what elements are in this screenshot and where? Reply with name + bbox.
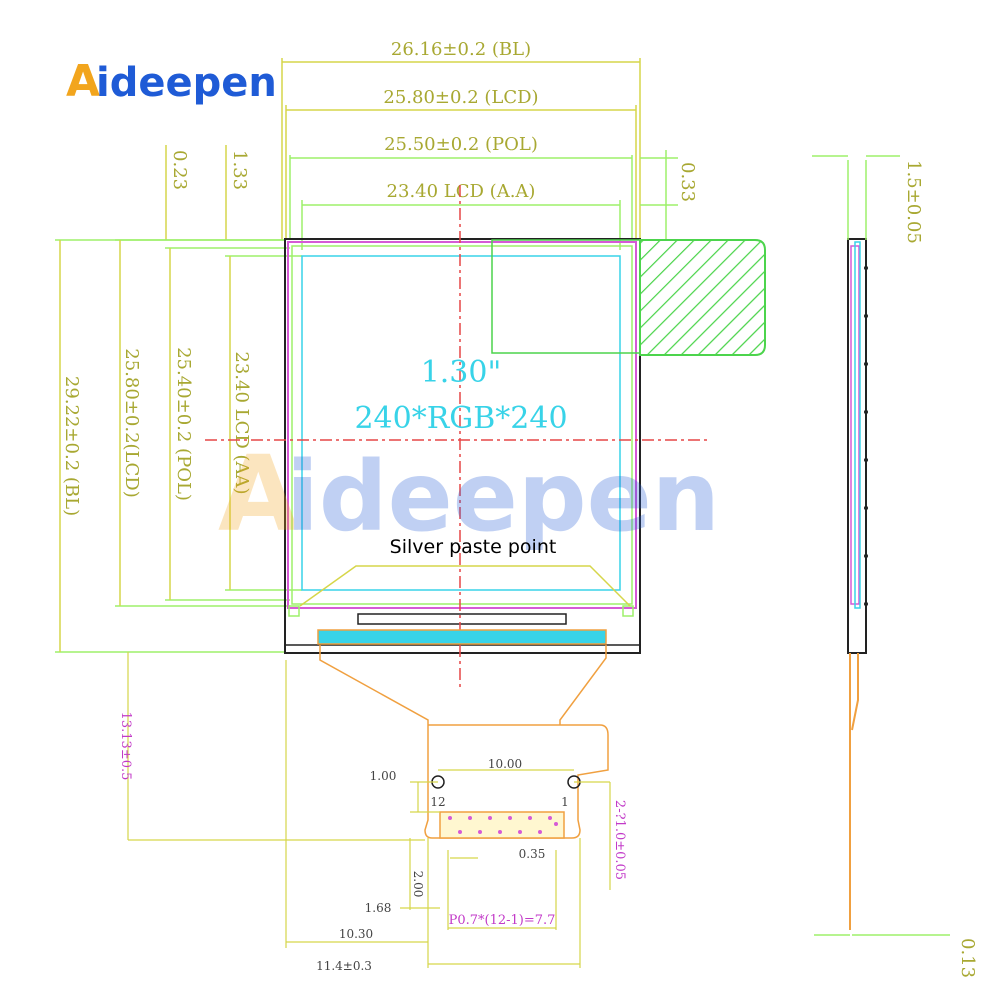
dim-to-edge: 10.30 <box>339 927 373 941</box>
dim-lcd-height: 25.80±0.2(LCD) <box>121 348 142 497</box>
logo-letter-a: A <box>66 56 100 107</box>
watermark-letter-a: A <box>218 433 299 555</box>
dim-bl-width: 26.16±0.2 (BL) <box>391 39 531 60</box>
watermark-logo: A ideepen <box>218 433 720 555</box>
hatched-tab <box>491 239 766 356</box>
dim-bl-height: 29.22±0.2 (BL) <box>61 376 82 516</box>
logo-text: ideepen <box>96 60 277 106</box>
dim-pad-length: 2.00 <box>411 871 425 898</box>
silver-paste-label: Silver paste point <box>390 536 557 558</box>
dim-hole-diameter: 2-?1.0±0.05 <box>612 800 627 880</box>
fpc-pins <box>448 816 558 834</box>
dim-pitch: P0.7*(12-1)=7.7 <box>449 913 556 928</box>
dim-aa-height: 23.40 LCD (AA) <box>231 351 252 494</box>
pin-label-12: 12 <box>430 795 445 809</box>
dim-offset-133: 1.33 <box>229 150 250 190</box>
dim-offset-023: 0.23 <box>169 150 190 190</box>
dim-aa-width: 23.40 LCD (A.A) <box>387 181 536 202</box>
fpc-cable <box>317 629 609 839</box>
dim-lcd-width: 25.80±0.2 (LCD) <box>383 87 538 108</box>
watermark-text: ideepen <box>286 441 720 553</box>
side-view <box>812 155 950 936</box>
dim-fpc-thickness: 0.13 <box>957 938 978 978</box>
panel-resolution-label: 240*RGB*240 <box>354 401 567 436</box>
fpc-dimensions <box>127 652 611 968</box>
dim-pol-height: 25.40±0.2 (POL) <box>173 347 194 501</box>
panel-size-label: 1.30" <box>421 355 502 390</box>
brand-logo: A ideepen <box>66 56 277 107</box>
pin-label-1: 1 <box>561 795 569 809</box>
dim-offset-033: 0.33 <box>677 162 698 202</box>
dim-pad-width: 0.35 <box>519 847 546 861</box>
dim-fpc-length: 13.13±0.5 <box>118 712 133 781</box>
top-dimensions <box>165 58 678 250</box>
dim-pol-width: 25.50±0.2 (POL) <box>384 134 538 155</box>
side-view-ticks <box>864 266 868 606</box>
dim-hole-offset: 1.00 <box>370 769 397 783</box>
dim-edge-offset: 1.68 <box>365 901 392 915</box>
dim-pin-span: 10.00 <box>488 757 522 771</box>
left-dimensions <box>55 239 302 653</box>
centerlines <box>205 185 710 690</box>
dim-fpc-width: 11.4±0.3 <box>316 959 372 973</box>
module-front-view <box>284 238 641 654</box>
dim-side-thickness: 1.5±0.05 <box>903 160 924 244</box>
